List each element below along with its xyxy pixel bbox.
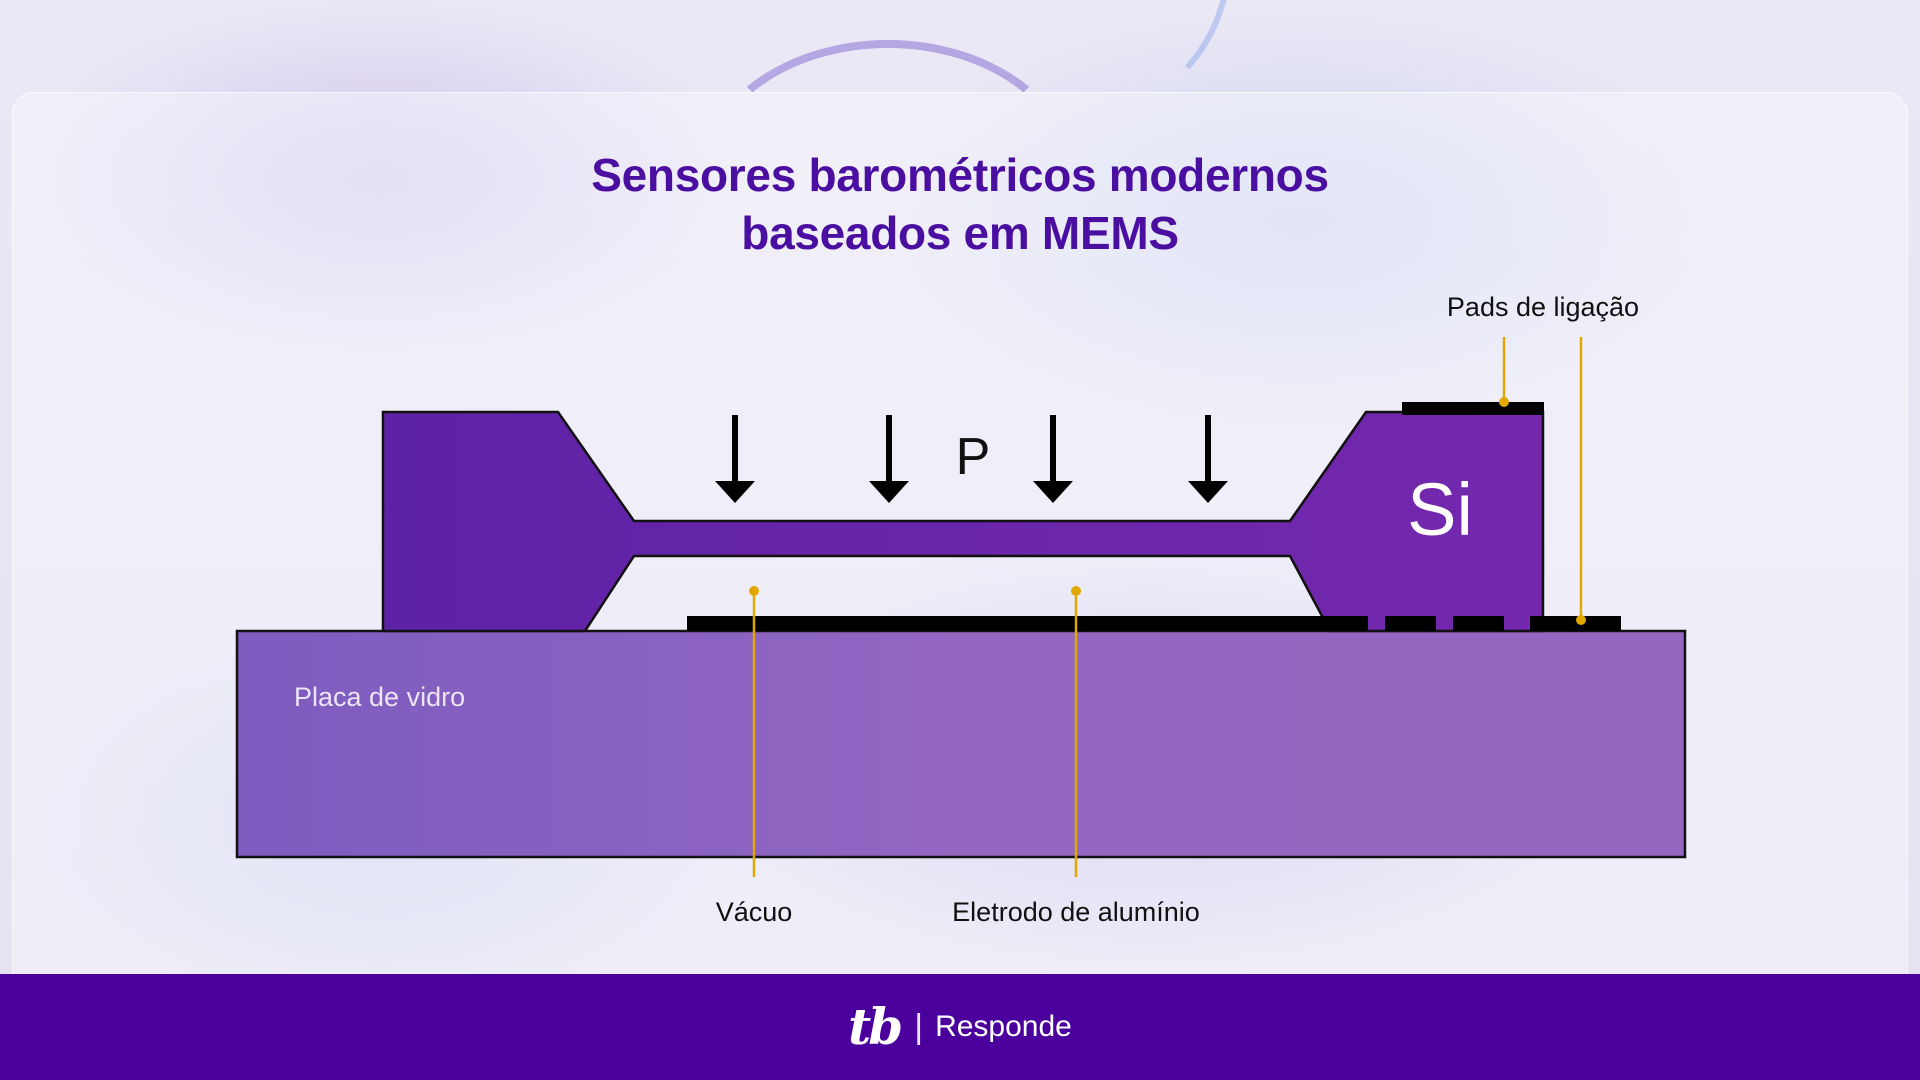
electrode-label: Eletrodo de alumínio: [952, 897, 1200, 927]
footer-separator: |: [914, 1007, 924, 1046]
leader-dot: [1499, 397, 1509, 407]
vacuum-label: Vácuo: [716, 897, 793, 927]
page-title: Sensores barométricos modernos baseados …: [0, 146, 1920, 262]
bond-pad: [1385, 616, 1436, 631]
leader-dot: [749, 586, 759, 596]
title-line-2: baseados em MEMS: [741, 207, 1179, 259]
title-line-1: Sensores barométricos modernos: [591, 149, 1329, 201]
bond-pads-label: Pads de ligação: [1447, 292, 1639, 322]
brand-name: Responde: [935, 1010, 1072, 1043]
brand-logo: tb: [848, 997, 903, 1056]
silicon-label: Si: [1407, 468, 1473, 551]
leader-dot: [1576, 615, 1586, 625]
footer-bar: tb | Responde: [0, 974, 1920, 1080]
pressure-arrow: [1188, 415, 1228, 503]
pressure-label: P: [956, 428, 991, 486]
glass-plate-label: Placa de vidro: [294, 682, 465, 712]
glass-plate: [235, 629, 1687, 859]
pressure-arrow: [1033, 415, 1073, 503]
aluminum-electrode: [687, 616, 1368, 631]
pressure-arrow: [715, 415, 755, 503]
pressure-arrow: [869, 415, 909, 503]
bond-pad: [1453, 616, 1504, 631]
bond-pad-top: [1402, 402, 1544, 415]
leader-dot: [1071, 586, 1081, 596]
bond-pad: [1530, 616, 1621, 631]
decorative-swirl: [700, 40, 1076, 316]
